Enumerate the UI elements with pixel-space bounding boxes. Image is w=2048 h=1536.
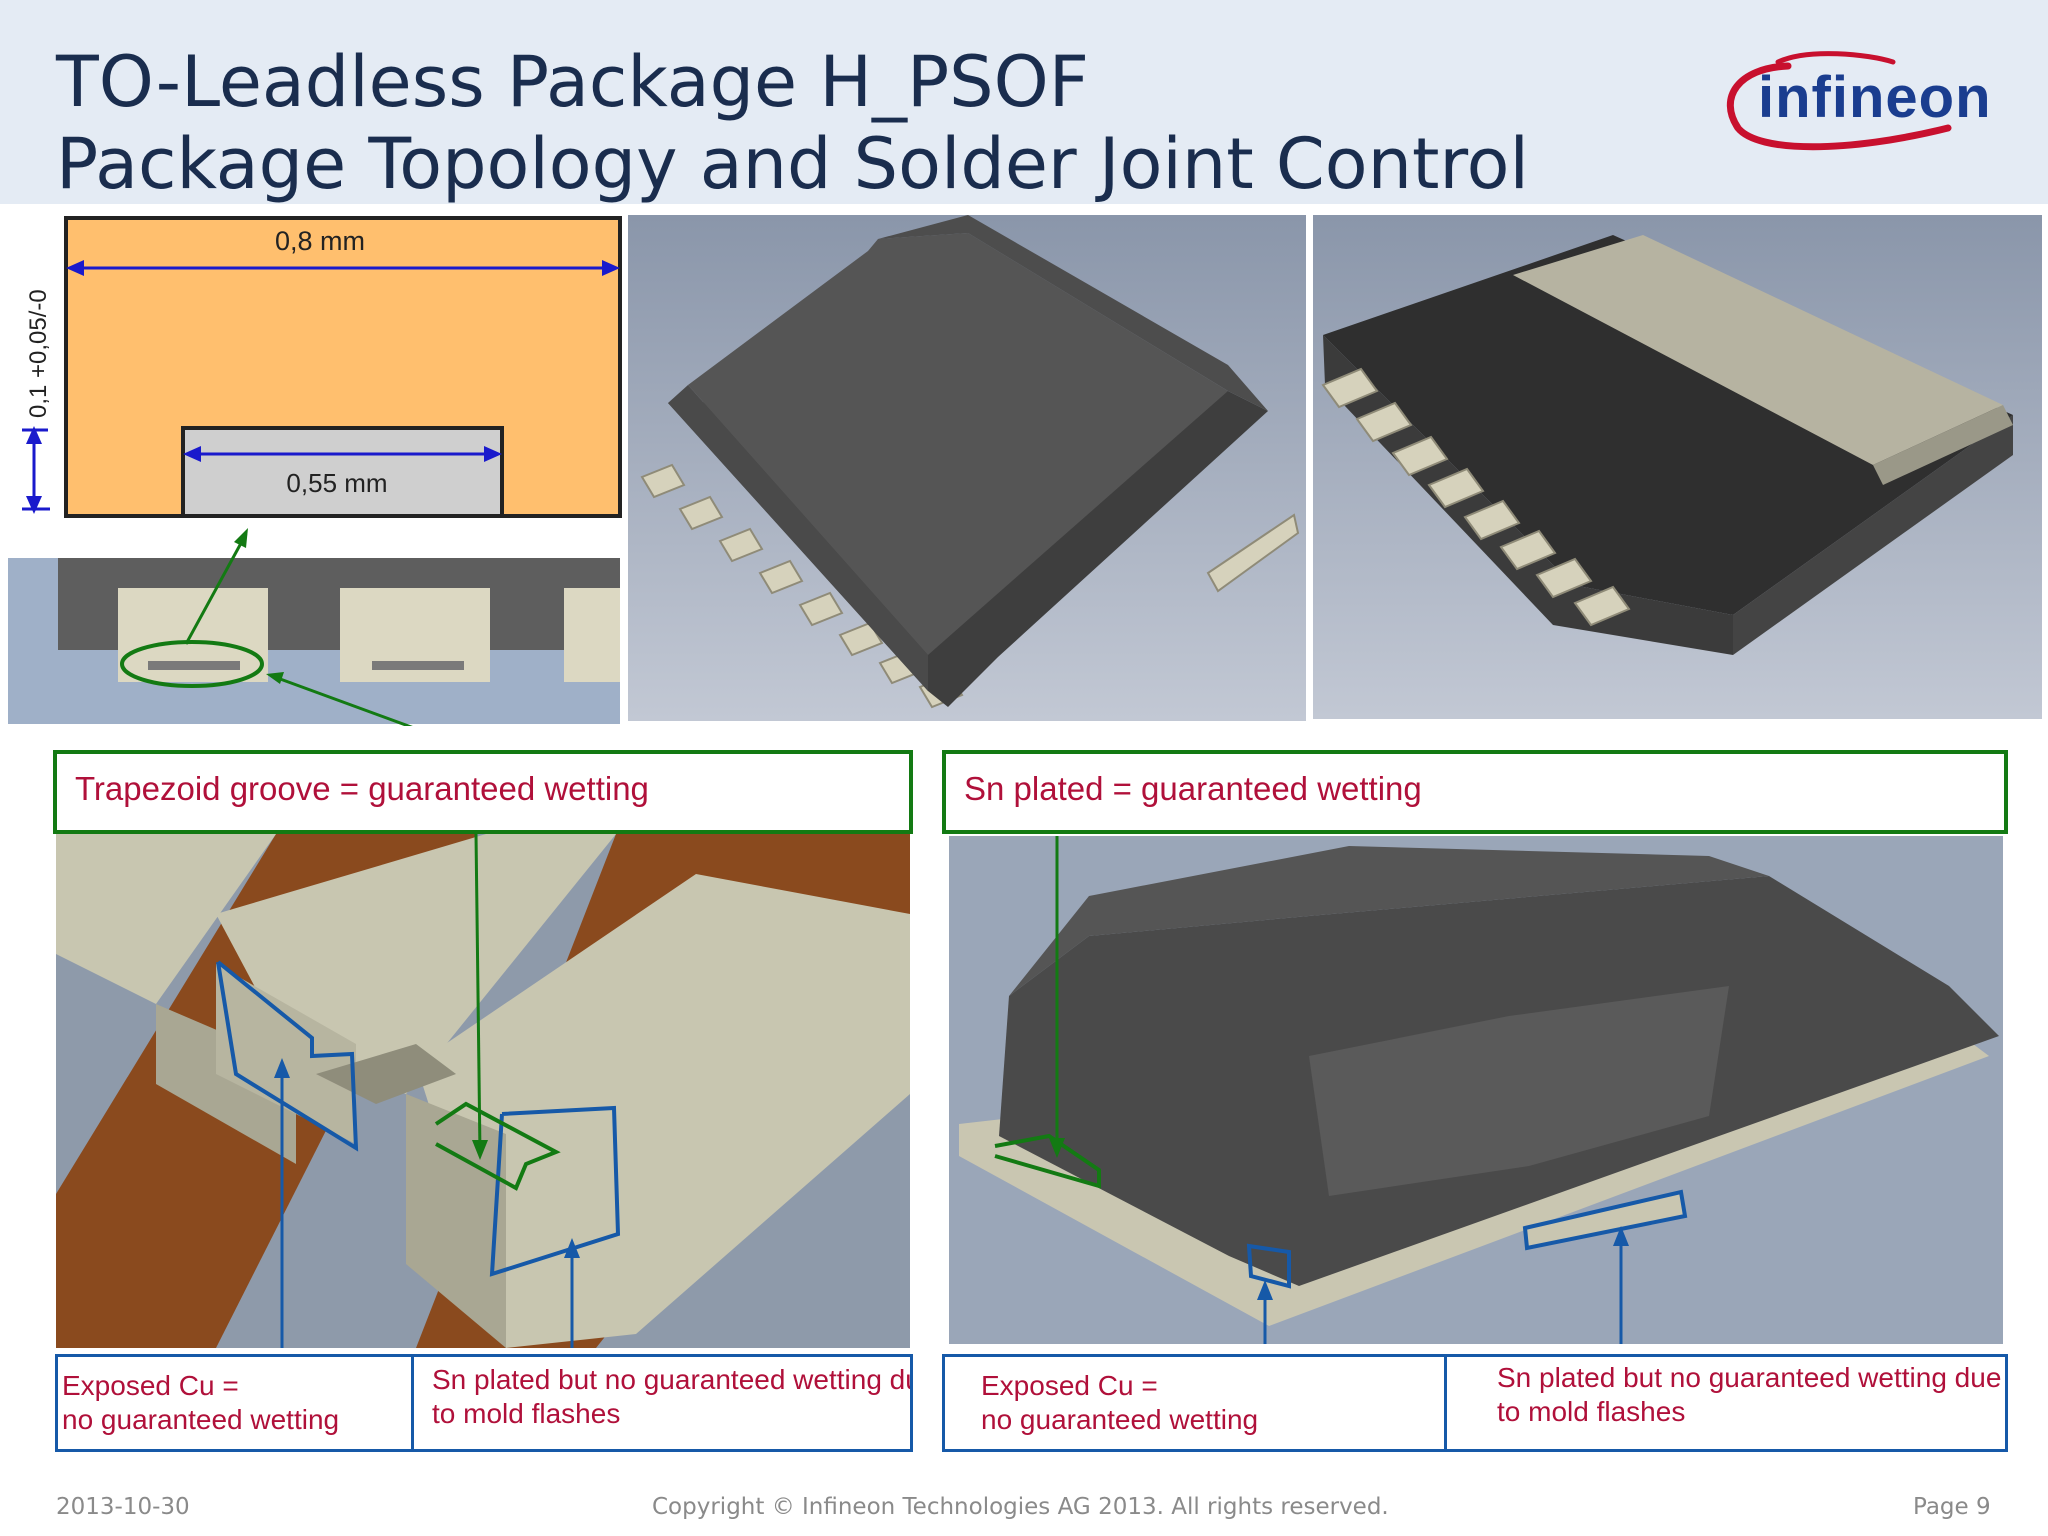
- package-3d-top-view: [628, 215, 1306, 721]
- exposed-cu-note-right: Exposed Cu = no guaranteed wetting: [945, 1357, 1447, 1449]
- width-dimension-label: 0,8 mm: [275, 226, 365, 256]
- infineon-logo: infineon: [1718, 48, 1991, 158]
- callout-trapezoid-groove: Trapezoid groove = guaranteed wetting: [53, 750, 913, 834]
- exposed-cu-line2-right: no guaranteed wetting: [981, 1404, 1259, 1435]
- sn-plated-note-right: Sn plated but no guaranteed wetting due …: [1447, 1357, 2005, 1449]
- groove-dimension-label: 0,55 mm: [286, 468, 387, 498]
- exposed-cu-note: Exposed Cu = no guaranteed wetting: [58, 1357, 414, 1449]
- footer-copyright: Copyright © Infineon Technologies AG 201…: [652, 1494, 1389, 1520]
- package-3d-bottom-view: [1313, 215, 2042, 719]
- footer-page-number: Page 9: [1913, 1494, 1991, 1520]
- logo-wordmark: infineon: [1758, 65, 1992, 130]
- title-line-2: Package Topology and Solder Joint Contro…: [56, 123, 1529, 205]
- sn-plated-line2-right: to mold flashes: [1497, 1396, 1686, 1427]
- sn-plated-line1-right: Sn plated but no guaranteed wetting due: [1497, 1362, 2002, 1393]
- lead-side-3: [564, 588, 620, 682]
- bottom-left-annotation-box: Exposed Cu = no guaranteed wetting Sn pl…: [55, 1354, 913, 1452]
- logo-swoosh-icon: [1726, 51, 1952, 151]
- height-dimension-label: 0,1 +0,05/-0: [25, 289, 52, 418]
- sn-plated-line1: Sn plated but no guaranteed wetting due: [432, 1364, 910, 1395]
- sn-plated-note: Sn plated but no guaranteed wetting due …: [414, 1357, 910, 1449]
- bottom-right-annotation-box: Exposed Cu = no guaranteed wetting Sn pl…: [942, 1354, 2008, 1452]
- package-solder-side-image: [949, 836, 2003, 1344]
- sn-plated-line2: to mold flashes: [432, 1398, 621, 1429]
- groove-section: [181, 426, 504, 518]
- groove-dimension-drawing: 0,8 mm 0,55 mm 0,1 +0,05/-0: [8, 216, 622, 726]
- exposed-cu-line2: no guaranteed wetting: [62, 1404, 340, 1435]
- exposed-cu-line1: Exposed Cu =: [62, 1370, 239, 1401]
- slide-header: TO-Leadless Package H_PSOF Package Topol…: [0, 0, 2048, 204]
- lead-closeup-image: [56, 834, 910, 1348]
- footer-date: 2013-10-30: [56, 1494, 190, 1520]
- callout-sn-plated: Sn plated = guaranteed wetting: [942, 750, 2008, 834]
- title-line-1: TO-Leadless Package H_PSOF: [56, 41, 1089, 123]
- exposed-cu-line1-right: Exposed Cu =: [981, 1370, 1158, 1401]
- groove-highlight-ellipse: [120, 640, 264, 688]
